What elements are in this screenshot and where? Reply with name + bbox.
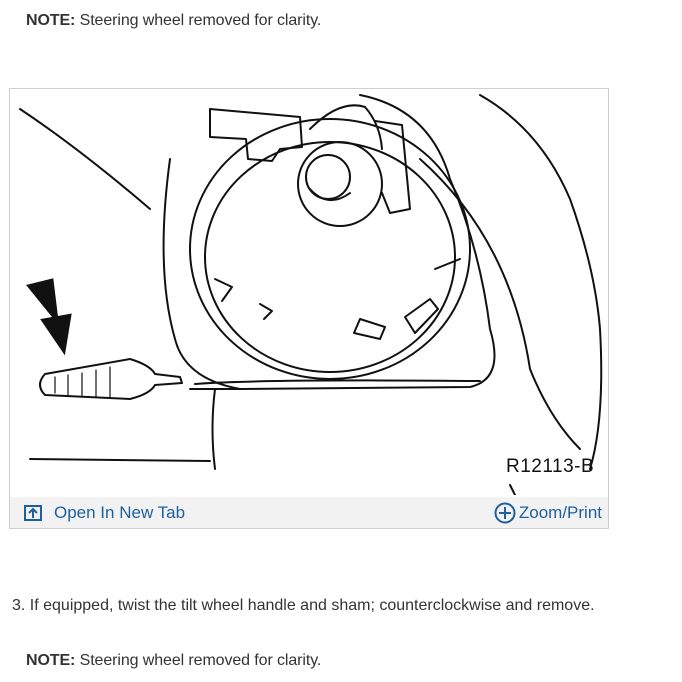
note-label: NOTE: [26,12,76,29]
open-in-new-tab-button[interactable]: Open In New Tab [24,497,185,528]
pointer-arrow [26,278,72,356]
figure-toolbar: Open In New Tab Zoom/Print [10,497,608,528]
shroud-line [19,108,151,210]
step-text: If equipped, twist the tilt wheel handle… [25,597,595,614]
note-label: NOTE: [26,652,76,669]
plus-circle-icon [494,502,516,523]
figure-panel: R12113-B Open In New Tab Zoom/Print [9,88,609,529]
note-text: Steering wheel removed for clarity. [75,652,322,669]
step-number: 3. [12,597,26,614]
note-top: NOTE: Steering wheel removed for clarity… [26,12,321,30]
zoom-print-button[interactable]: Zoom/Print [494,497,602,528]
open-in-new-tab-label: Open In New Tab [54,502,186,522]
step-instruction: 3. If equipped, twist the tilt wheel han… [12,597,595,615]
zoom-print-label: Zoom/Print [518,502,602,522]
note-bottom: NOTE: Steering wheel removed for clarity… [26,652,321,670]
note-text: Steering wheel removed for clarity. [75,12,322,29]
figure-code: R12113-B [506,456,595,477]
steering-column-diagram [19,94,603,495]
open-tab-icon [24,504,42,521]
